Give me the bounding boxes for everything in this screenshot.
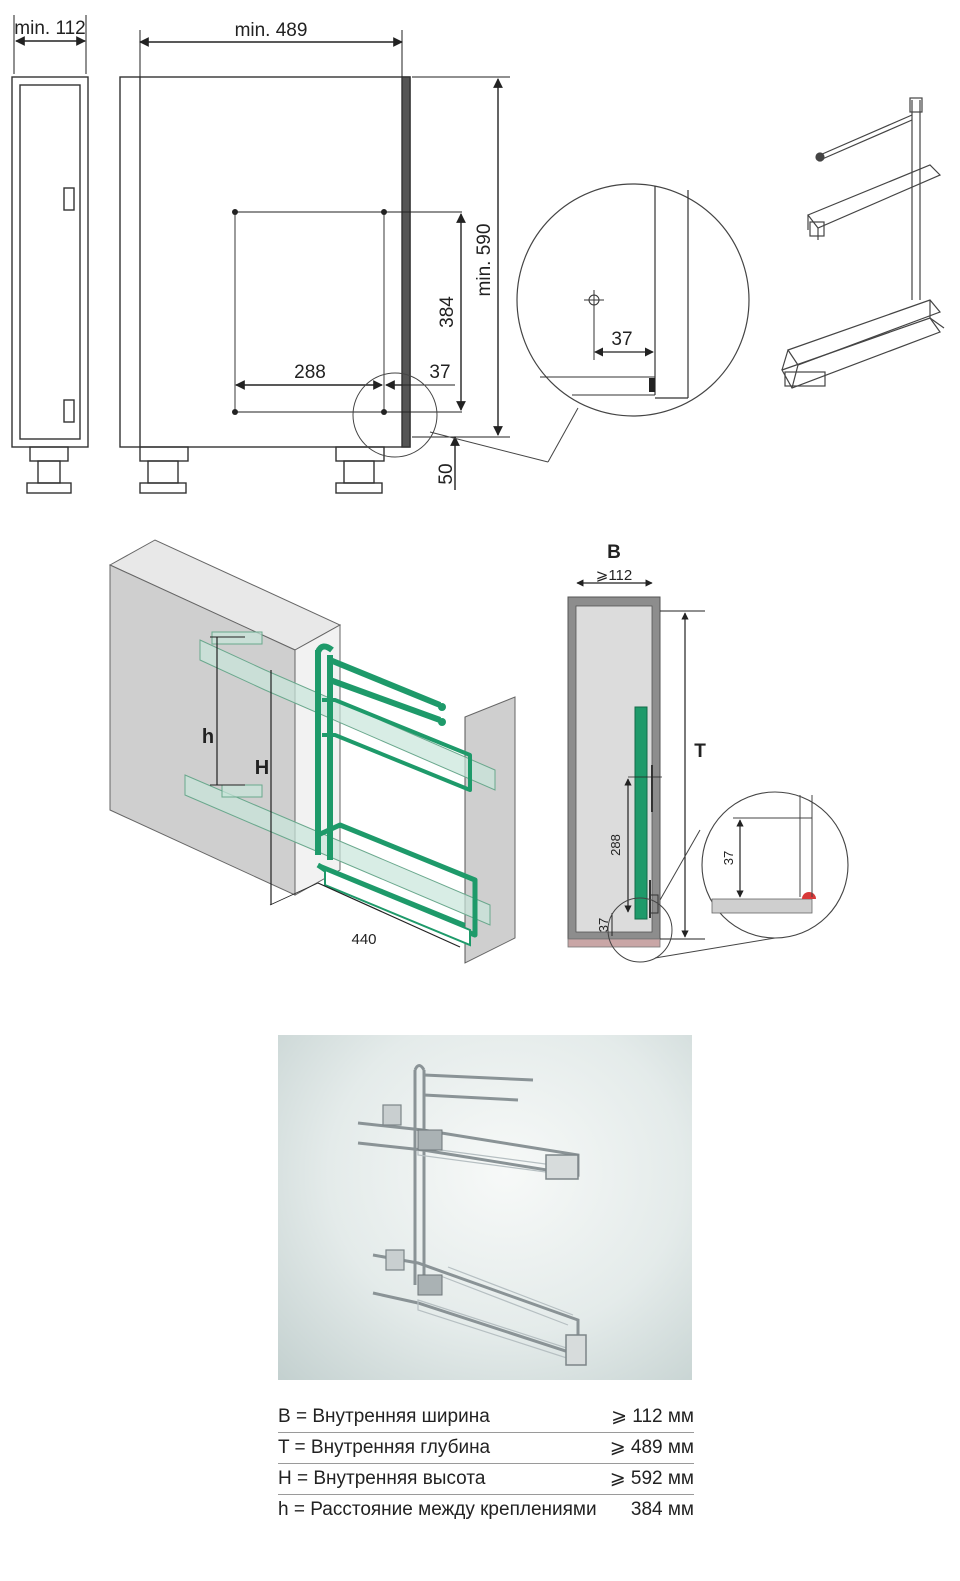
spec-label: T = Внутренняя глубина bbox=[278, 1437, 491, 1458]
min-depth-label: min. 489 bbox=[235, 20, 308, 41]
hole-distance-label: 288 bbox=[294, 362, 326, 383]
spec-row-depth: T = Внутренняя глубина ⩾ 489 мм bbox=[278, 1433, 694, 1464]
product-photo bbox=[278, 1035, 692, 1380]
front-detail-magnifier: 37 bbox=[701, 791, 849, 939]
mount-spacing-label: 384 bbox=[437, 296, 458, 328]
detail-offset-label: 37 bbox=[611, 329, 632, 350]
spec-value: ⩾ 112 мм bbox=[611, 1406, 694, 1427]
front-B-label: B bbox=[607, 542, 621, 563]
iso-h-label: h bbox=[202, 726, 214, 748]
spec-value: 384 мм bbox=[630, 1499, 694, 1520]
leg-height-label: 50 bbox=[436, 463, 457, 484]
spec-label: h = Расстояние между креплениями bbox=[278, 1499, 597, 1520]
front-view-cabinet bbox=[119, 76, 411, 494]
front-bottom-offset-label: 37 bbox=[596, 918, 611, 932]
spec-label: B = Внутренняя ширина bbox=[278, 1406, 490, 1427]
spec-row-width: B = Внутренняя ширина ⩾ 112 мм bbox=[278, 1402, 694, 1433]
min-width-label: min. 112 bbox=[14, 18, 85, 39]
spec-row-height: H = Внутренняя высота ⩾ 592 мм bbox=[278, 1464, 694, 1495]
iso-depth-label: 440 bbox=[351, 931, 376, 948]
spec-value: ⩾ 489 мм bbox=[609, 1437, 694, 1458]
detail-magnifier: 37 bbox=[516, 183, 750, 417]
iso-rails bbox=[184, 631, 496, 926]
spec-row-mount-distance: h = Расстояние между креплениями 384 мм bbox=[278, 1495, 694, 1525]
front-T-label: T bbox=[694, 741, 706, 762]
front-detail-offset-label: 37 bbox=[721, 851, 736, 865]
front-width-label: ⩾112 bbox=[596, 567, 632, 584]
top-technical-drawing: min. 112 min. 489 288 37 384 min. 590 50 bbox=[11, 15, 945, 494]
edge-offset-label: 37 bbox=[429, 362, 450, 383]
iso-green-frame bbox=[315, 643, 478, 938]
product-sketch bbox=[781, 97, 945, 389]
iso-H-label: H bbox=[255, 757, 269, 779]
front-section bbox=[567, 596, 661, 948]
front-hole-distance-label: 288 bbox=[608, 834, 623, 856]
min-height-label: min. 590 bbox=[474, 224, 495, 297]
spec-label: H = Внутренняя высота bbox=[278, 1468, 486, 1489]
side-view-cabinet bbox=[11, 76, 89, 494]
spec-value: ⩾ 592 мм bbox=[609, 1468, 694, 1489]
middle-technical-drawing: h H 440 B ⩾112 T 288 37 37 bbox=[108, 539, 849, 964]
mounting-points bbox=[232, 209, 387, 415]
spec-table: B = Внутренняя ширина ⩾ 112 мм T = Внутр… bbox=[278, 1402, 694, 1525]
